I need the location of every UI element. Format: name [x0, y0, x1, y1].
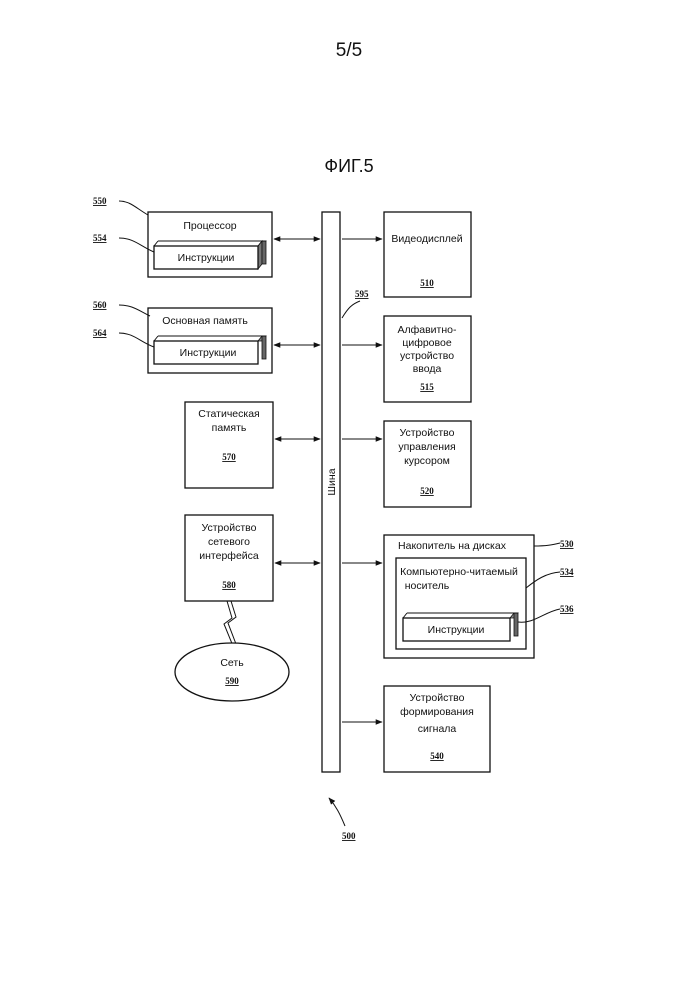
disk-instructions-ref: 536 — [560, 604, 574, 614]
main-memory-instructions-ref: 564 — [93, 328, 107, 338]
network-ellipse — [175, 643, 289, 701]
signal-gen-label-2: формирования — [400, 706, 474, 718]
system-ref-arrow — [329, 798, 345, 826]
disk-drive-block: Накопитель на дисках Компьютерно-читаемы… — [384, 535, 574, 658]
video-display-label: Видеодисплей — [391, 233, 462, 245]
cursor-control-label-1: Устройство — [400, 427, 455, 439]
network-ref: 590 — [225, 676, 239, 686]
alnum-input-label-3: устройство — [400, 350, 454, 362]
disk-drive-ref: 530 — [560, 539, 574, 549]
processor-ref: 550 — [93, 196, 107, 206]
cursor-control-label-2: управления — [398, 441, 455, 453]
disk-instructions-label: Инструкции — [428, 624, 485, 636]
network-interface-label-2: сетевого — [208, 536, 250, 548]
signal-gen-label-3: сигнала — [418, 723, 457, 735]
static-memory-ref: 570 — [222, 452, 236, 462]
main-memory-ref: 560 — [93, 300, 107, 310]
processor-instructions-label: Инструкции — [178, 252, 235, 264]
main-memory-instructions-label: Инструкции — [180, 347, 237, 359]
medium-label-1: Компьютерно-читаемый — [400, 566, 518, 578]
network-block: Сеть 590 — [175, 643, 289, 701]
disk-drive-label: Накопитель на дисках — [398, 540, 507, 552]
static-memory-label-1: Статическая — [198, 408, 259, 420]
video-display-ref: 510 — [420, 278, 434, 288]
network-label: Сеть — [220, 657, 244, 669]
signal-gen-label-1: Устройство — [410, 692, 465, 704]
video-display-block: Видеодисплей 510 — [384, 212, 471, 297]
medium-label-2: носитель — [405, 580, 450, 592]
medium-ref: 534 — [560, 567, 574, 577]
system-ref: 500 — [342, 831, 356, 841]
network-interface-ref: 580 — [222, 580, 236, 590]
processor-block: Процессор Инструкции 550 554 — [93, 196, 272, 277]
alnum-input-block: Алфавитно- цифровое устройство ввода 515 — [384, 316, 471, 402]
bus-ref: 595 — [355, 289, 369, 299]
bus-leader — [342, 301, 360, 318]
main-memory-leader — [119, 305, 150, 316]
alnum-input-label-4: ввода — [413, 363, 442, 375]
main-memory-block: Основная память Инструкции 560 564 — [93, 300, 272, 373]
static-memory-block: Статическая память 570 — [185, 402, 273, 488]
processor-leader — [119, 201, 148, 215]
processor-label: Процессор — [183, 220, 236, 232]
network-interface-label-3: интерфейса — [199, 550, 259, 562]
network-interface-label-1: Устройство — [202, 522, 257, 534]
disk-drive-leader — [534, 543, 560, 546]
alnum-input-label-1: Алфавитно- — [398, 324, 457, 336]
signal-gen-ref: 540 — [430, 751, 444, 761]
main-memory-label: Основная память — [162, 315, 248, 327]
alnum-input-ref: 515 — [420, 382, 434, 392]
processor-instructions-ref: 554 — [93, 233, 107, 243]
static-memory-label-2: память — [212, 422, 247, 434]
network-interface-block: Устройство сетевого интерфейса 580 — [185, 515, 273, 601]
signal-gen-block: Устройство формирования сигнала 540 — [384, 686, 490, 772]
cursor-control-block: Устройство управления курсором 520 — [384, 421, 471, 507]
cursor-control-ref: 520 — [420, 486, 434, 496]
cursor-control-label-3: курсором — [404, 455, 450, 467]
bus-label: Шина — [326, 468, 338, 495]
alnum-input-label-2: цифровое — [402, 337, 451, 349]
